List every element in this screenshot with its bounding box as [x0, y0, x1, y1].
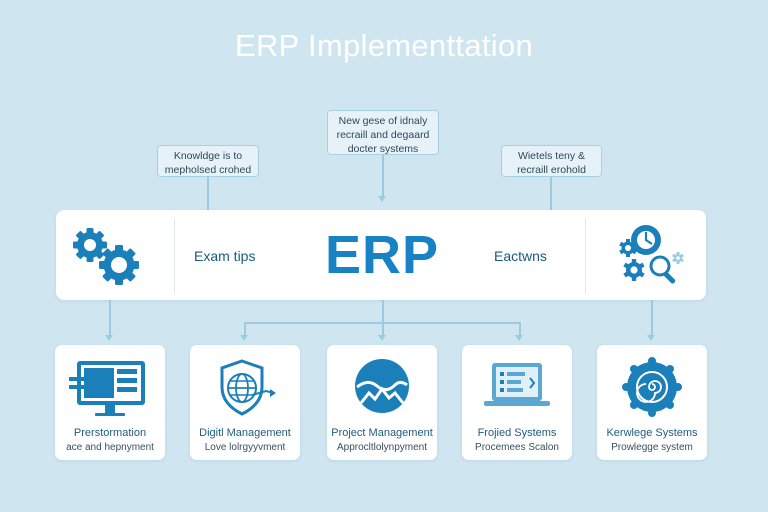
- connector-band-center: [382, 300, 384, 322]
- connector-note-left: [207, 177, 209, 210]
- note-left-line-1: Knowldge is to: [173, 150, 243, 162]
- card-subtitle: Procemees Scalon: [475, 442, 559, 453]
- computer-monitor-icon: [69, 361, 145, 416]
- card-subtitle: Love lolrgyyvment: [204, 442, 286, 453]
- band-left-label: Exam tips: [194, 248, 256, 264]
- arrowhead-card-3: [378, 335, 386, 341]
- note-center-line-2: recraill and degaard: [336, 129, 430, 141]
- card-kerwlege-systems: Kerwlege Systems Prowlegge system: [597, 345, 707, 460]
- connector-bus-card-3: [382, 322, 384, 336]
- card-title: Frojied Systems: [477, 427, 557, 439]
- card-digitl-management: Digitl Management Love lolrgyyvment: [190, 345, 300, 460]
- shield-globe-icon: [220, 359, 276, 416]
- card-title: Kerwlege Systems: [606, 427, 698, 439]
- card-subtitle: ace and hepnyment: [66, 442, 154, 453]
- connector-bus-card-2: [244, 322, 246, 336]
- card-subtitle: Approcltlolynpyment: [336, 442, 428, 453]
- note-center-line-3: docter systems: [347, 143, 419, 155]
- card-title: Digitl Management: [199, 427, 291, 439]
- note-center-line-1: New gese of idnaly: [338, 115, 428, 127]
- card-title: Project Management: [331, 427, 433, 439]
- gears-icon: [73, 228, 139, 285]
- band-divider-right: [585, 218, 586, 294]
- note-right-line-2: recraill erohold: [517, 164, 586, 176]
- erp-band: [56, 210, 706, 300]
- card-prerstormation: Prerstormation ace and hepnyment: [55, 345, 165, 460]
- connector-band-card-5: [651, 300, 653, 336]
- note-right: Wietels teny & recraill erohold: [501, 145, 602, 177]
- wave-mountain-icon: [355, 359, 409, 413]
- note-left: Knowldge is to mepholsed crohed: [157, 145, 259, 177]
- spiral-badge-icon: [622, 357, 682, 417]
- arrowhead-card-5: [647, 335, 655, 341]
- erp-heading: ERP: [324, 225, 440, 285]
- connector-note-right: [550, 177, 552, 210]
- band-right-label: Eactwns: [494, 248, 547, 264]
- laptop-icon: [484, 363, 550, 406]
- connector-note-center: [382, 155, 384, 197]
- card-project-management: Project Management Approcltlolynpyment: [327, 345, 437, 460]
- card-title: Prerstormation: [73, 427, 147, 439]
- note-left-line-2: mepholsed crohed: [164, 164, 252, 176]
- arrowhead-card-2: [240, 335, 248, 341]
- analytics-search-icon: [619, 225, 684, 284]
- note-center: New gese of idnaly recraill and degaard …: [327, 110, 439, 155]
- arrowhead-card-4: [515, 335, 523, 341]
- arrowhead-card-1: [105, 335, 113, 341]
- band-divider-left: [174, 218, 175, 294]
- note-right-line-1: Wietels teny &: [517, 150, 586, 162]
- card-frojied-systems: Frojied Systems Procemees Scalon: [462, 345, 572, 460]
- connector-band-card-1: [109, 300, 111, 336]
- page-title: ERP Implementtation: [234, 28, 534, 63]
- arrowhead-note-center: [378, 196, 386, 202]
- card-subtitle: Prowlegge system: [611, 442, 693, 453]
- connector-bus-card-4: [519, 322, 521, 336]
